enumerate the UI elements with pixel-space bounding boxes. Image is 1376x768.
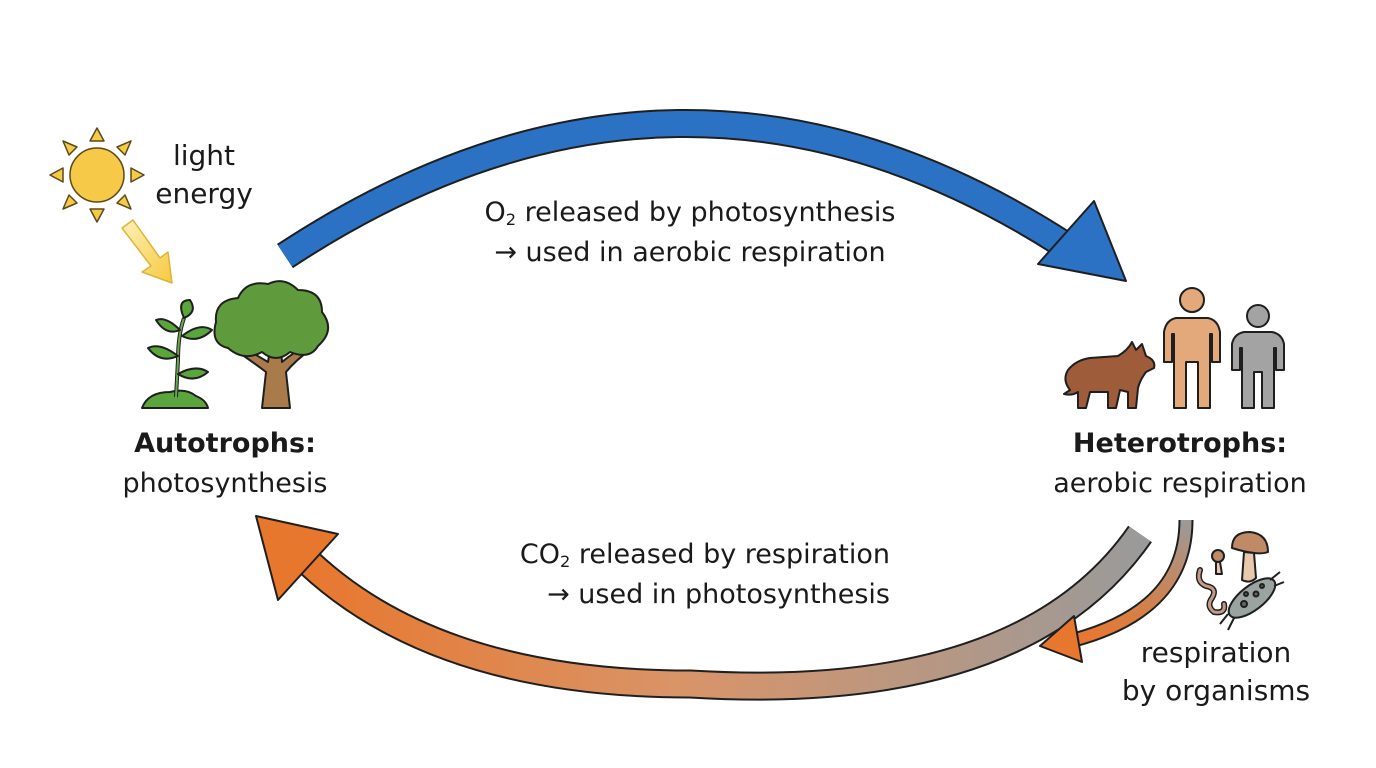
oxygen-flow-line1-rest: released by photosynthesis: [516, 197, 896, 228]
oxygen-flow-line1: O2 released by photosynthesis: [470, 193, 910, 233]
mushroom-icon: [1211, 531, 1269, 583]
light-energy-line1: light: [172, 139, 236, 172]
autotrophs-process: photosynthesis: [122, 468, 328, 499]
sun-icon: [49, 127, 145, 223]
light-energy-line2: energy: [155, 177, 253, 210]
adult-person-icon: [1163, 287, 1221, 409]
co2-flow-label: CO2 released by respiration → used in ph…: [490, 535, 890, 615]
heterotrophs-title: Heterotrophs:: [1072, 428, 1288, 459]
oxygen-flow-line2: → used in aerobic respiration: [494, 237, 886, 268]
co2-flow-line1: CO2 released by respiration: [490, 535, 890, 575]
dog-icon: [1063, 341, 1156, 409]
decomposer-respiration-arrow: [1039, 519, 1194, 663]
heterotrophs-process: aerobic respiration: [1053, 468, 1307, 499]
autotrophs-title: Autotrophs:: [134, 428, 316, 459]
bacterium-icon: [1219, 571, 1285, 631]
worm-icon: [1195, 567, 1228, 616]
decomposers-line2: by organisms: [1121, 674, 1311, 707]
light-energy-label: light energy: [140, 137, 268, 213]
decomposers-line1: respiration: [1140, 636, 1292, 669]
oxygen-flow-arrow: [277, 109, 1127, 282]
tree-icon: [213, 280, 329, 409]
co2-flow-arrow: [255, 515, 1152, 701]
co2-flow-line2: → used in photosynthesis: [547, 579, 890, 610]
light-ray-icon: [121, 219, 173, 284]
co2-molecule: CO: [519, 539, 561, 570]
oxygen-flow-label: O2 released by photosynthesis → used in …: [470, 193, 910, 273]
co2-subscript: 2: [560, 552, 571, 572]
child-person-icon: [1231, 304, 1285, 409]
seedling-icon: [141, 299, 213, 409]
autotrophs-label: Autotrophs: photosynthesis: [100, 424, 350, 504]
oxygen-subscript: 2: [505, 210, 517, 230]
co2-flow-line1-rest: released by respiration: [570, 539, 890, 570]
heterotrophs-label: Heterotrophs: aerobic respiration: [1030, 424, 1330, 504]
decomposers-label: respiration by organisms: [1106, 634, 1326, 710]
oxygen-molecule: O: [484, 197, 506, 228]
